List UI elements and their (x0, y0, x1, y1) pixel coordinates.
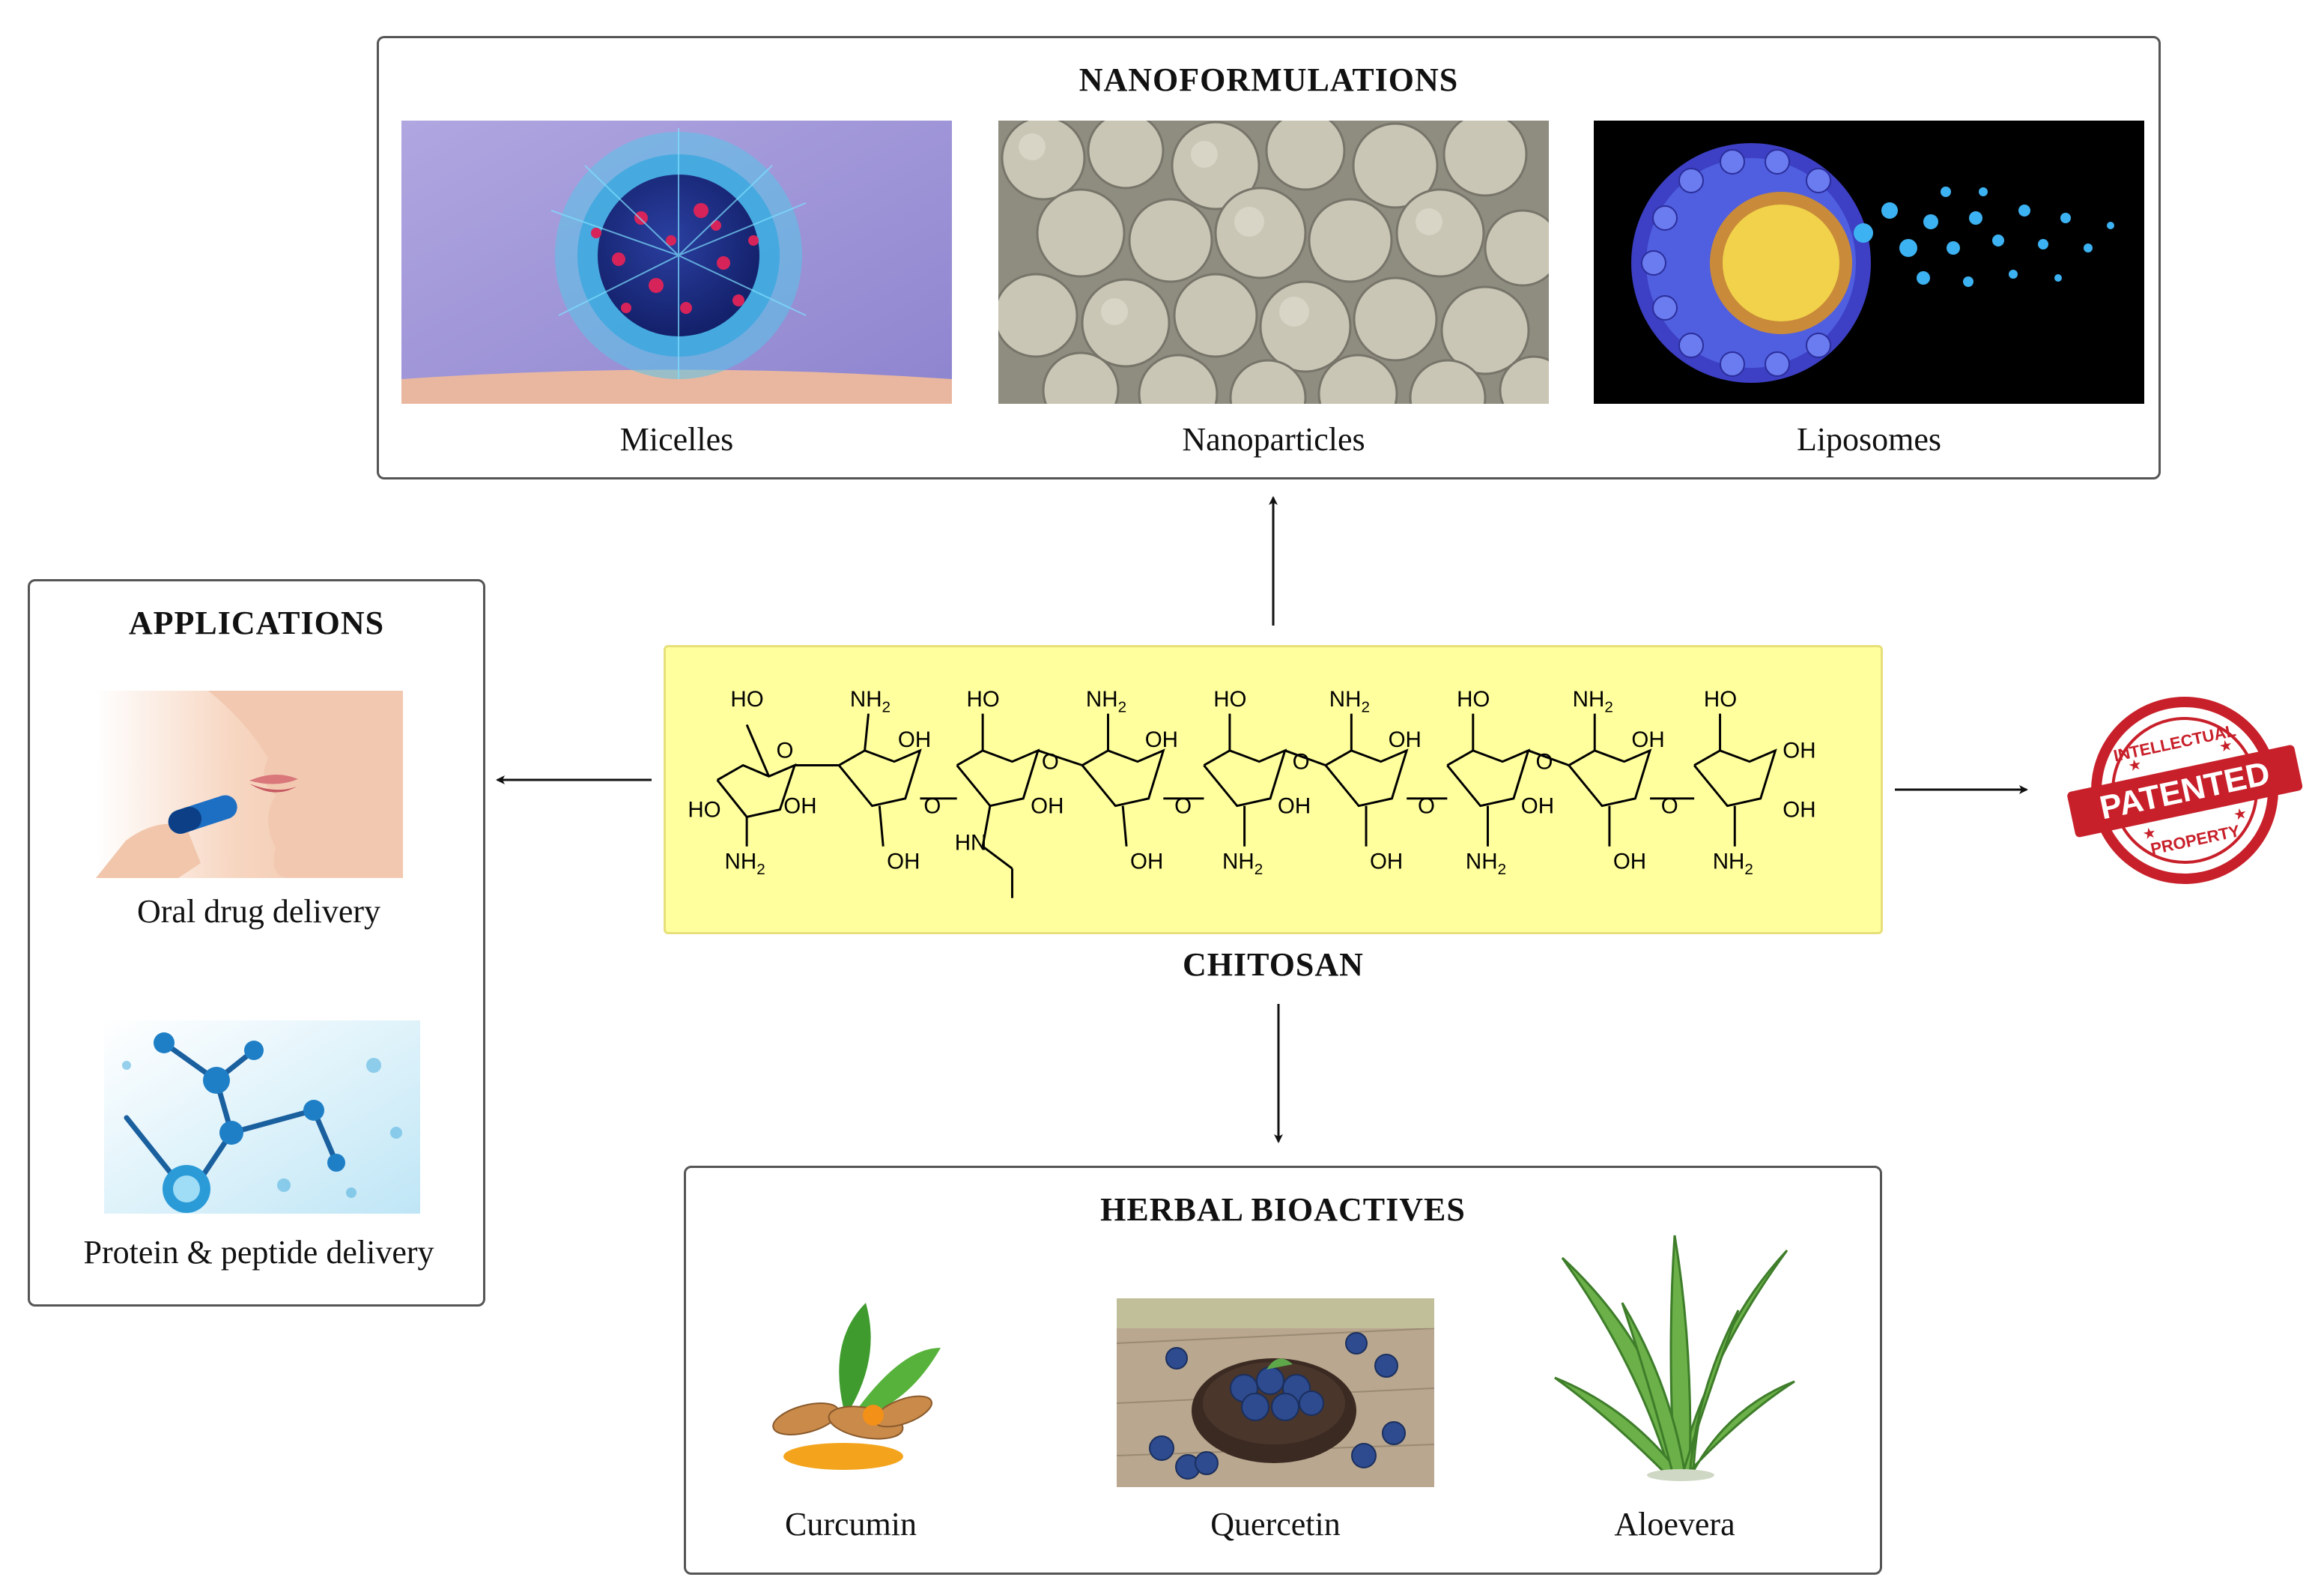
protein-peptide-delivery-label: Protein & peptide delivery (83, 1234, 434, 1271)
svg-text:O: O (923, 794, 941, 819)
protein-peptide-delivery-image (104, 1020, 420, 1214)
svg-text:OH: OH (1145, 727, 1178, 752)
svg-text:NH2: NH2 (1466, 849, 1506, 878)
svg-text:OH: OH (1130, 849, 1163, 874)
svg-text:NH2: NH2 (1713, 849, 1753, 878)
applications-panel: APPLICATIONS Oral drug delivery (28, 579, 485, 1307)
chitosan-structure-box: HO HO NH2 O OH NH2 OH O OH HO HN OH O NH… (664, 645, 1883, 934)
aloevera-image (1547, 1228, 1802, 1483)
svg-text:O: O (1293, 749, 1310, 774)
micelles-label: Micelles (619, 421, 734, 458)
svg-text:NH2: NH2 (850, 687, 891, 716)
herbal-bioactives-title: HERBAL BIOACTIVES (1100, 1191, 1466, 1228)
patented-stamp: INTELLECTUAL PROPERTY PATENTED ★★ ★★ (2061, 689, 2308, 892)
svg-text:OH: OH (1031, 794, 1064, 819)
svg-text:OH: OH (1370, 849, 1403, 874)
svg-text:HO: HO (1457, 687, 1490, 712)
nanoparticles-label: Nanoparticles (1182, 421, 1365, 458)
svg-text:OH: OH (1783, 797, 1815, 822)
chitosan-structure-diagram: HO HO NH2 O OH NH2 OH O OH HO HN OH O NH… (688, 687, 1816, 898)
svg-text:PROPERTY: PROPERTY (2149, 821, 2242, 859)
oral-drug-delivery-label: Oral drug delivery (137, 893, 380, 930)
curcumin-label: Curcumin (785, 1506, 917, 1543)
liposomes-label: Liposomes (1796, 421, 1942, 458)
curcumin-image (753, 1295, 956, 1475)
svg-text:★: ★ (2141, 824, 2158, 843)
svg-text:★: ★ (2127, 756, 2144, 775)
svg-text:OH: OH (1783, 739, 1815, 763)
nanoformulations-title: NANOFORMULATIONS (1078, 61, 1459, 98)
svg-text:HO: HO (966, 687, 999, 712)
svg-text:NH2: NH2 (1573, 687, 1613, 716)
svg-text:HO: HO (1704, 687, 1737, 712)
svg-text:O: O (1042, 749, 1059, 774)
svg-text:OH: OH (887, 849, 920, 874)
aloevera-label: Aloevera (1614, 1506, 1735, 1543)
svg-text:OH: OH (1389, 727, 1422, 752)
oral-drug-delivery-image (96, 691, 403, 878)
svg-text:O: O (1535, 749, 1553, 774)
svg-text:O: O (1418, 794, 1435, 819)
svg-text:OH: OH (1278, 794, 1311, 819)
svg-text:NH2: NH2 (725, 849, 765, 878)
svg-text:O: O (776, 739, 793, 763)
svg-text:NH2: NH2 (1222, 849, 1263, 878)
svg-text:OH: OH (783, 794, 816, 819)
svg-text:OH: OH (1521, 794, 1554, 819)
nanoformulations-panel: NANOFORMULATIONS (377, 36, 2161, 479)
svg-text:OH: OH (1631, 727, 1664, 752)
svg-text:NH2: NH2 (1086, 687, 1126, 716)
quercetin-label: Quercetin (1210, 1506, 1341, 1543)
svg-text:★: ★ (2218, 737, 2234, 756)
svg-text:HO: HO (1213, 687, 1246, 712)
micelles-image (401, 121, 952, 404)
nanoparticles-image (998, 121, 1549, 404)
liposomes-image (1594, 121, 2144, 404)
svg-text:O: O (1174, 794, 1192, 819)
herbal-bioactives-panel: HERBAL BIOACTIVES Curcumin (684, 1166, 1882, 1575)
svg-text:HO: HO (688, 797, 720, 822)
svg-text:HN: HN (955, 831, 987, 856)
svg-text:★: ★ (2232, 805, 2248, 824)
svg-text:NH2: NH2 (1329, 687, 1370, 716)
svg-text:HO: HO (730, 687, 763, 712)
svg-text:OH: OH (898, 727, 931, 752)
chitosan-label: CHITOSAN (1183, 946, 1364, 983)
applications-title: APPLICATIONS (128, 605, 385, 641)
svg-text:O: O (1661, 794, 1678, 819)
svg-text:OH: OH (1613, 849, 1646, 874)
quercetin-image (1117, 1298, 1434, 1487)
